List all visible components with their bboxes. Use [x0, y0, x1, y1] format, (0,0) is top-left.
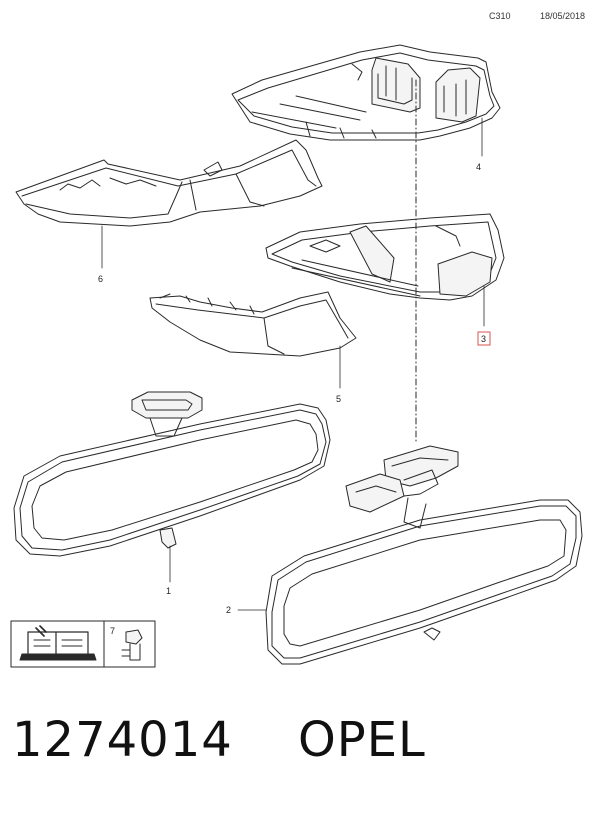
callout-3-highlight-box: [477, 331, 491, 346]
part-number: 1274014: [12, 712, 233, 768]
drawing-date: 18/05/2018: [540, 11, 586, 21]
callout-5: 5: [336, 394, 341, 404]
callout-6: 6: [98, 274, 103, 284]
callout-4: 4: [476, 162, 481, 172]
service-manual-icon: [19, 625, 97, 661]
part-5-lower-shroud: [149, 291, 357, 357]
connector-icon: [121, 629, 143, 661]
part-6-left-shroud: [15, 139, 323, 227]
part-1-mirror: [13, 391, 331, 557]
leader-lines: [101, 117, 485, 611]
legend-box: 7: [10, 620, 156, 668]
part-3-lower-housing: [265, 213, 505, 301]
callout-7: 7: [110, 626, 115, 636]
callout-1: 1: [166, 586, 171, 596]
part-2-mirror: [265, 445, 583, 665]
callout-3: 3: [481, 334, 486, 344]
drawing-code: C310: [489, 11, 511, 21]
part-4-upper-cover: [231, 44, 501, 141]
callout-2: 2: [226, 605, 231, 615]
brand-name: OPEL: [298, 712, 426, 768]
